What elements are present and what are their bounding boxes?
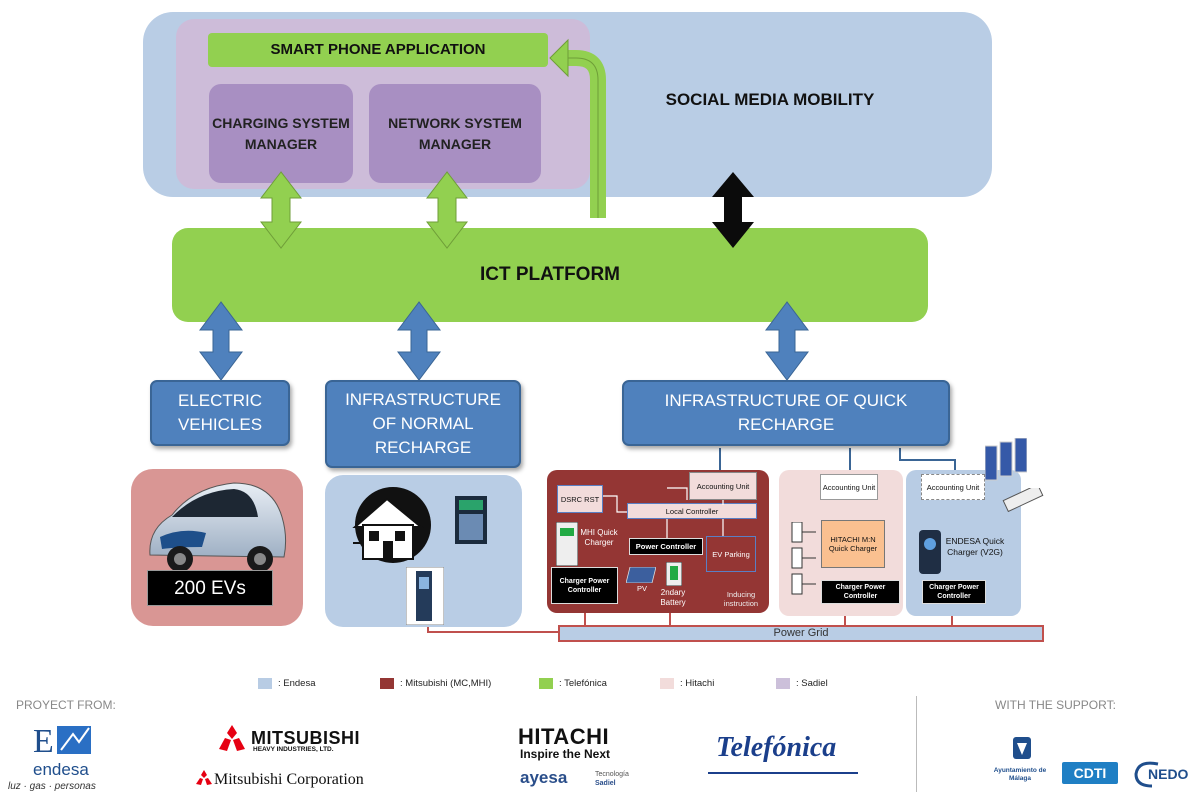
social-media-mobility-label: SOCIAL MEDIA MOBILITY — [665, 90, 875, 109]
secondary-battery-label: 2ndary Battery — [660, 588, 686, 607]
telefonica-logo-text: Telefónica — [716, 732, 837, 763]
mc-diamond-logo — [196, 770, 212, 785]
power-line-normal — [427, 625, 560, 633]
svg-text:E: E — [33, 723, 54, 760]
malaga-crest-icon — [1013, 737, 1031, 759]
legend-label-hitachi: : Hitachi — [680, 678, 715, 689]
legend-swatch-hitachi — [660, 678, 674, 689]
normal-recharge-box: INFRASTRUCTURE OF NORMAL RECHARGE — [325, 380, 521, 468]
green-return-arrow-outline — [565, 57, 599, 218]
legend-mitsubishi: : Mitsubishi (MC,MHI) — [380, 678, 491, 689]
dsrc-rst: DSRC RST — [557, 485, 603, 513]
quick-recharge-box: INFRASTRUCTURE OF QUICK RECHARGE — [622, 380, 950, 446]
legend-hitachi: : Hitachi — [660, 678, 714, 689]
nedo-swoosh-icon — [1134, 761, 1159, 788]
legend-swatch-sadiel — [776, 678, 790, 689]
mhi-accounting-unit: Accounting Unit — [689, 472, 757, 500]
ict-platform-bar: ICT PLATFORM — [172, 228, 928, 322]
malaga-logo-text: Ayuntamiento de Málaga — [993, 767, 1047, 782]
endesa-quick-charger-label: ENDESA Quick Charger (V2G) — [945, 536, 1005, 557]
power-controller: Power Controller — [629, 538, 703, 555]
legend-sadiel: : Sadiel — [776, 678, 828, 689]
mhi-logo-text: MITSUBISHI — [251, 728, 361, 748]
endesa-charger-image — [919, 530, 941, 574]
legend-label-sadiel: : Sadiel — [796, 678, 828, 689]
smartphone-app-bar: SMART PHONE APPLICATION — [208, 33, 548, 67]
hitachi-quick-charger: HITACHI M:N Quick Charger — [821, 520, 885, 568]
ayesa-tagline: Tecnología — [595, 771, 629, 778]
ayesa-logo-text: ayesa — [520, 768, 568, 787]
battery-module-icon — [1002, 488, 1044, 512]
telefonica-underline — [708, 772, 858, 774]
charging-station-icon — [406, 567, 444, 625]
with-support-label: WITH THE SUPPORT: — [995, 698, 1116, 712]
project-from-label: PROYECT FROM: — [16, 698, 116, 712]
endesa-charger-power-controller: Charger Power Controller — [922, 580, 986, 604]
mhi-wiring — [603, 487, 724, 538]
green-return-arrow — [565, 50, 606, 218]
green-return-arrowhead — [549, 38, 569, 78]
endesa-accounting-unit: Accounting Unit — [921, 474, 985, 500]
black-double-arrow — [712, 172, 754, 248]
connector-quick-endesa — [899, 448, 956, 470]
ev-count-label: 200 EVs — [147, 570, 273, 606]
legend-swatch-endesa — [258, 678, 272, 689]
legend-endesa: : Endesa — [258, 678, 316, 689]
house-icon — [352, 487, 431, 563]
blue-double-arrow-normal — [397, 301, 441, 381]
solar-panels-icon — [985, 438, 1027, 481]
green-double-arrow-network — [425, 171, 469, 249]
battery-icon — [666, 562, 682, 586]
mc-logo-text: Mitsubishi Corporation — [214, 771, 364, 788]
blue-double-arrow-ev — [199, 301, 243, 381]
legend-label-mitsubishi: : Mitsubishi (MC,MHI) — [400, 678, 492, 689]
mhi-charger-power-controller: Charger Power Controller — [551, 567, 618, 604]
hitachi-logo-text: HITACHI — [518, 724, 610, 749]
hitachi-charger-power-controller: Charger Power Controller — [821, 580, 900, 604]
mhi-quick-charger-label: MHI Quick Charger — [580, 528, 618, 547]
hitachi-tagline: Inspire the Next — [520, 747, 611, 761]
legend-label-endesa: : Endesa — [278, 678, 316, 689]
electric-vehicles-box: ELECTRIC VEHICLES — [150, 380, 290, 446]
blue-double-arrow-quick — [765, 301, 809, 381]
car-image — [149, 482, 287, 572]
hitachi-charger-posts — [791, 522, 816, 595]
charging-system-manager: CHARGING SYSTEM MANAGER — [209, 84, 353, 183]
green-double-arrow-charging — [259, 171, 303, 249]
mhi-logo-subtext: HEAVY INDUSTRIES, LTD. — [253, 746, 334, 753]
local-controller: Local Controller — [627, 503, 757, 519]
network-system-manager: NETWORK SYSTEM MANAGER — [369, 84, 541, 183]
inducing-instruction-label: Inducing instruction — [723, 590, 759, 608]
mhi-charger-image — [556, 522, 578, 566]
pv-label: PV — [636, 584, 647, 593]
pv-panel-icon — [626, 567, 656, 583]
cdti-logo: CDTI — [1062, 762, 1118, 784]
legend-label-telefonica: : Telefónica — [559, 678, 607, 689]
endesa-tagline: luz · gas · personas — [8, 781, 96, 792]
hitachi-accounting-unit: Accounting Unit — [820, 474, 878, 500]
sadiel-logo-text: Sadiel — [595, 780, 616, 787]
ev-parking: EV Parking — [706, 536, 756, 572]
legend-telefonica: : Telefónica — [539, 678, 607, 689]
charging-pole-icon — [455, 496, 487, 544]
power-grid-bar: Power Grid — [558, 625, 1044, 642]
nedo-logo-text: NEDO — [1148, 766, 1189, 782]
endesa-logo-text: endesa — [33, 760, 89, 779]
footer-divider — [916, 696, 917, 792]
endesa-logo-mark: E — [33, 723, 91, 760]
legend-swatch-mitsubishi — [380, 678, 394, 689]
mhi-diamond-logo — [219, 725, 245, 751]
legend-swatch-telefonica — [539, 678, 553, 689]
